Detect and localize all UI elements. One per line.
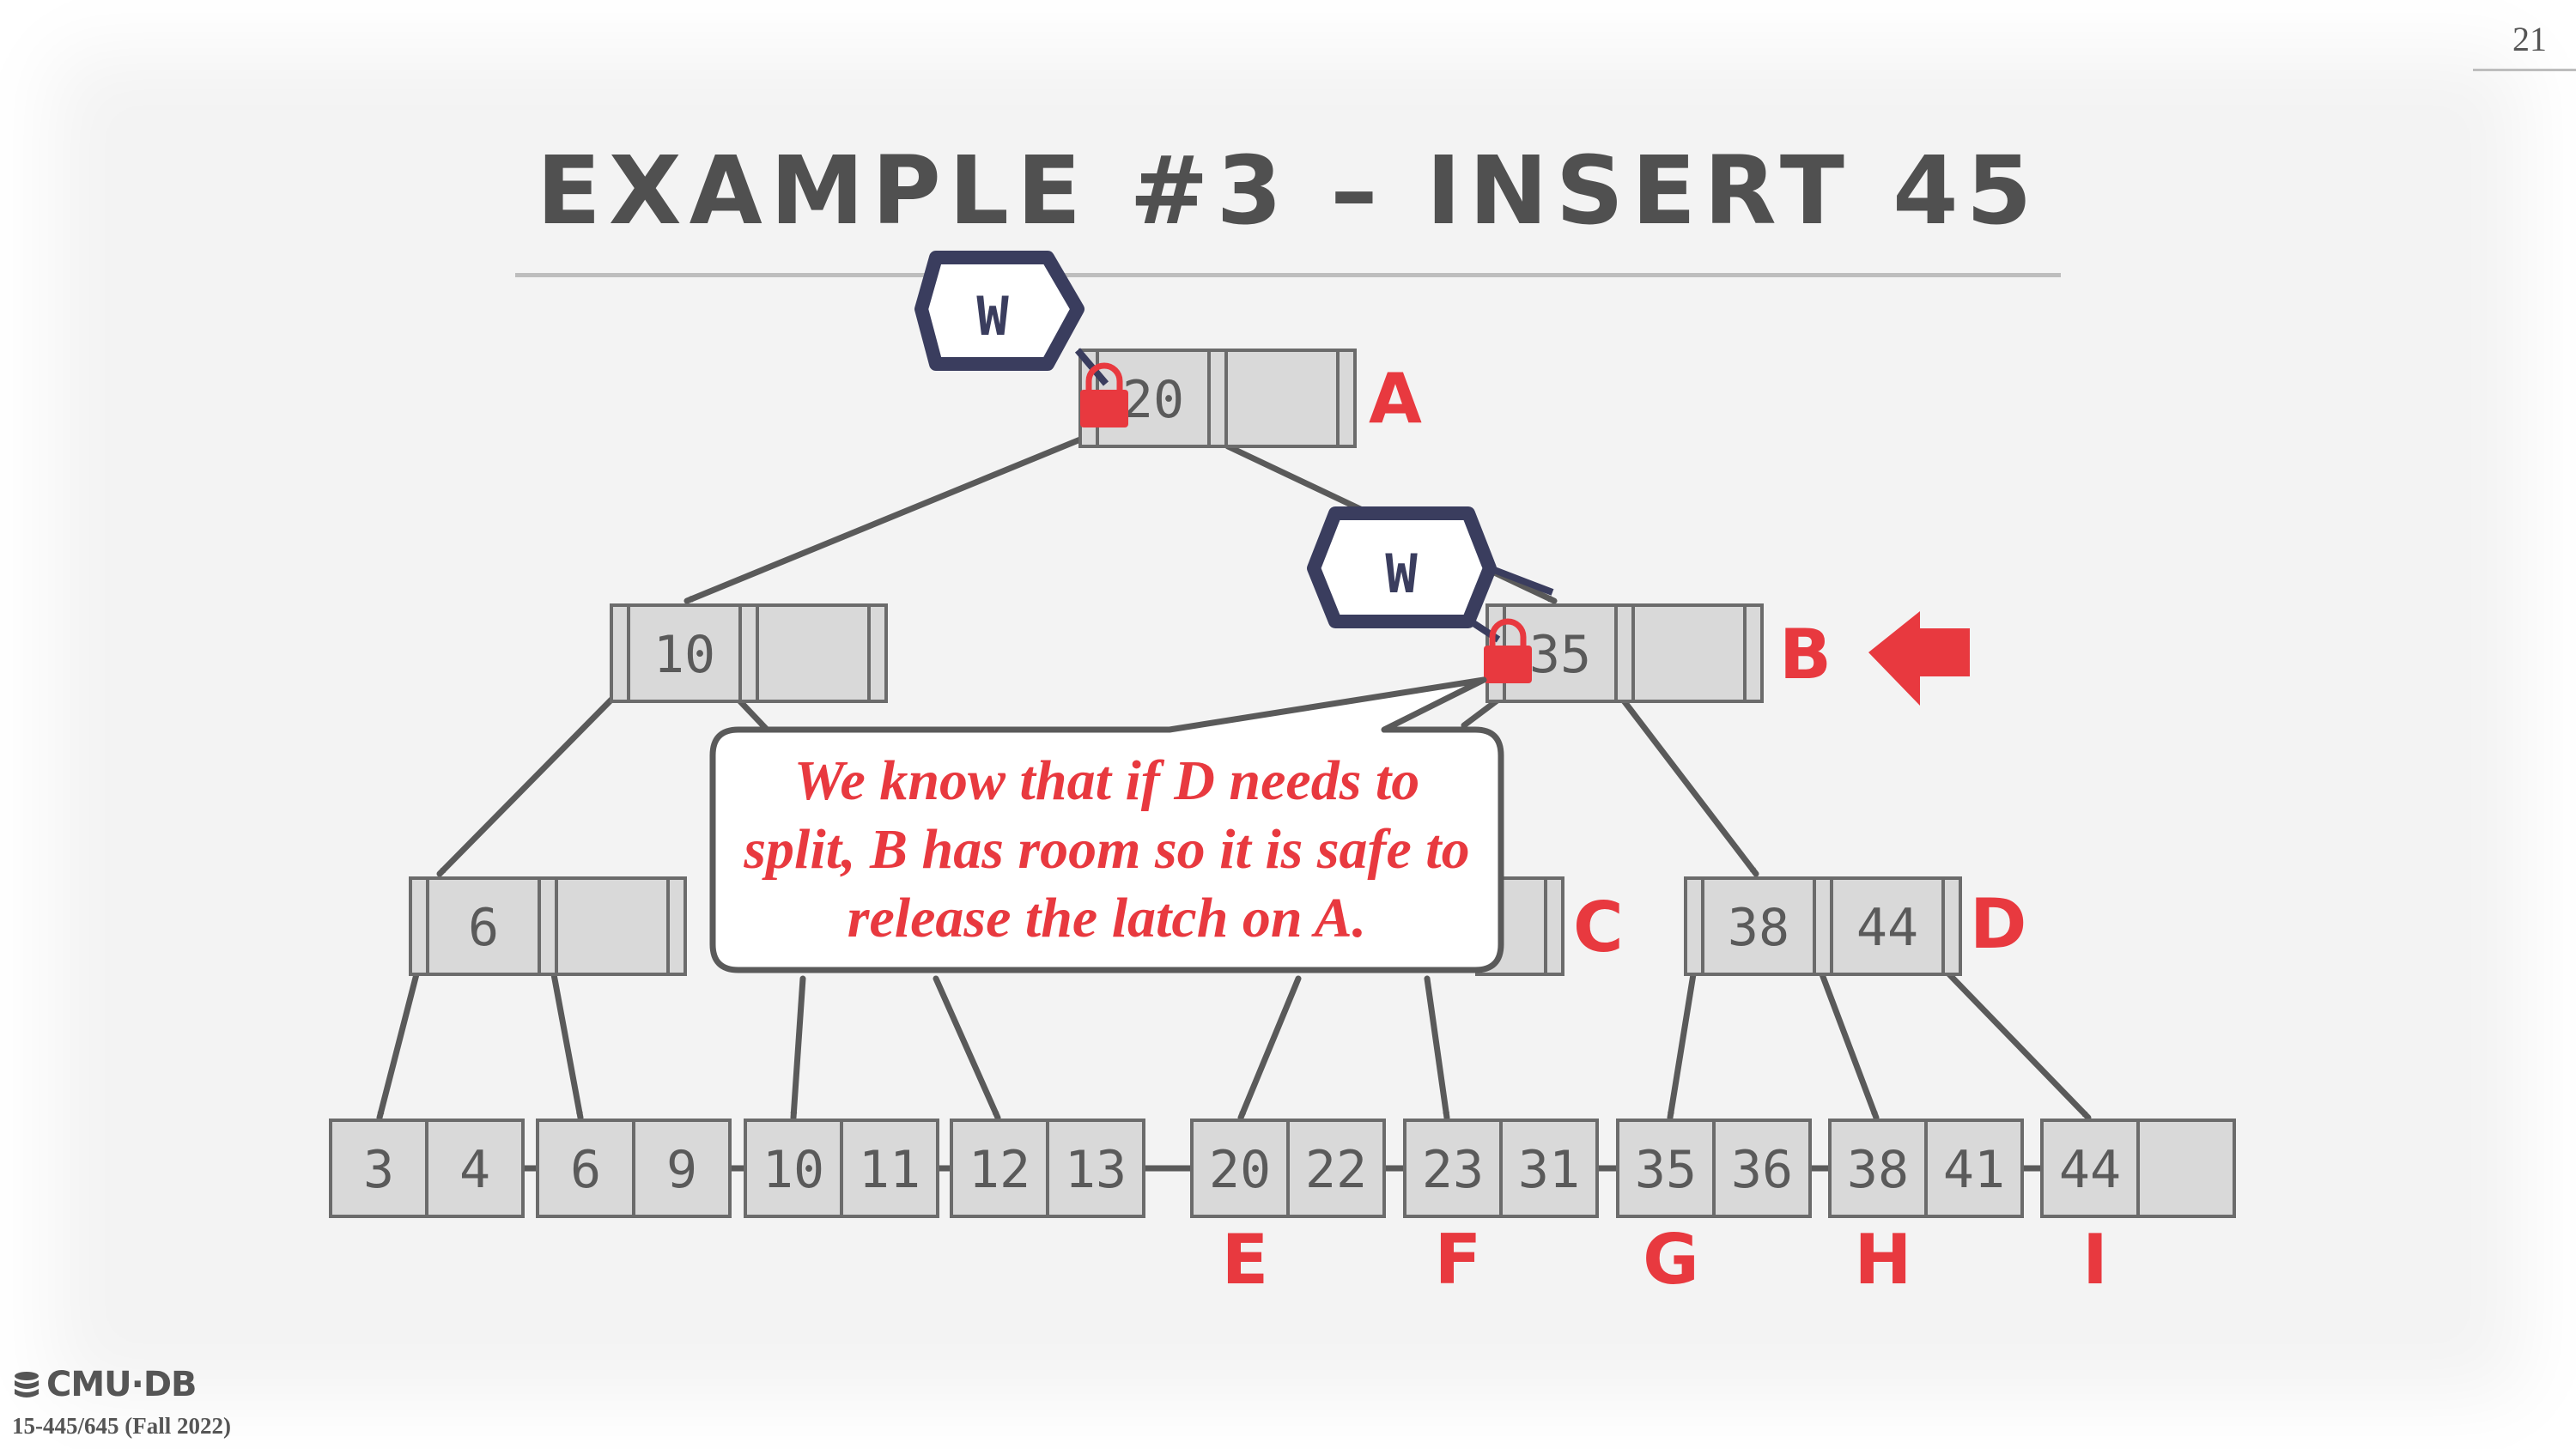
leaf-node: 23 31 [1403,1119,1599,1218]
inner-node-d: 38 44 [1684,876,1962,976]
latch-w-a: W [914,251,1109,386]
edge-d-l7 [1819,971,1880,1121]
leaf-node: 10 11 [744,1119,939,1218]
leaf-key: 38 [1847,1140,1909,1200]
leaf-label: G [1643,1220,1699,1300]
edge-ll-l0 [376,971,420,1121]
node-key: 38 [1728,898,1789,958]
leaf-key: 13 [1065,1140,1127,1200]
edge-b-c [1461,696,1502,729]
slide-title: EXAMPLE #3 – INSERT 45 [536,136,2040,246]
leaf-label: E [1222,1220,1269,1300]
leaf-key: 3 [363,1140,394,1200]
cmu-db-logo: CMU·DB [12,1365,197,1404]
latch-label: W [976,285,1009,348]
leaf-key: 22 [1305,1140,1367,1200]
callout-bubble [709,676,1504,973]
leaf-label: H [1855,1220,1912,1300]
leaf-key: 10 [762,1140,824,1200]
leaf-label: I [2082,1220,2108,1300]
inner-node-left-mid: 10 [610,603,888,703]
leaf-key: 35 [1635,1140,1697,1200]
leaf-node: 12 13 [950,1119,1145,1218]
edge-c-l2 [790,975,806,1121]
latch-label: W [1385,543,1418,605]
leaf-node: 44 [2040,1119,2236,1218]
node-label-c: C [1573,888,1624,967]
leaf-key: 31 [1518,1140,1580,1200]
edge-d-l8 [1946,971,2092,1121]
node-key: 35 [1529,625,1591,685]
edge-lm-low [436,696,615,877]
node-label-b: B [1779,615,1832,694]
page-number-rule [2473,69,2576,71]
leaf-key: 23 [1422,1140,1484,1200]
title-rule [515,273,2061,277]
leaf-key: 41 [1943,1140,2005,1200]
leaf-key: 11 [859,1140,920,1200]
callout-text: We know that if D needs to split, B has … [744,749,1470,949]
logo-text: CMU·DB [46,1365,197,1404]
leaf-key: 4 [459,1140,490,1200]
page-number: 21 [2512,20,2547,58]
edge-c-l4 [1237,975,1302,1121]
node-key: 6 [468,898,499,958]
course-label: 15-445/645 (Fall 2022) [12,1413,231,1439]
leaf-key: 44 [2059,1140,2121,1200]
lock-icon [1484,618,1532,683]
leaf-key: 9 [666,1140,697,1200]
node-key: 44 [1856,898,1918,958]
leaf-labels: E F G H I [1222,1220,2108,1300]
edge-c-l3 [933,975,1001,1121]
leaf-key: 36 [1731,1140,1793,1200]
node-label-d: D [1970,884,2026,964]
leaf-key: 20 [1209,1140,1271,1200]
latch-w-b: W [1307,506,1554,643]
node-key: 20 [1122,370,1184,430]
database-icon [15,1372,39,1397]
inner-node-b: 35 [1485,603,1764,703]
leaf-label: F [1435,1220,1482,1300]
edge-b-d [1619,696,1759,877]
leaf-key: 6 [570,1140,601,1200]
inner-node-left-low: 6 [409,876,687,976]
leaf-node: 38 41 [1828,1119,2024,1218]
node-label-a: A [1369,359,1422,439]
leaf-node: 35 36 [1616,1119,1812,1218]
pointer-arrow-icon [1868,611,1970,706]
edge-a-left [683,436,1084,604]
edge-d-l6 [1667,971,1697,1121]
node-key: 10 [653,625,715,685]
leaf-key: 12 [969,1140,1030,1200]
edge-c-l5 [1424,975,1450,1121]
edge-ll-l1 [550,971,584,1121]
lock-icon [1080,362,1128,427]
